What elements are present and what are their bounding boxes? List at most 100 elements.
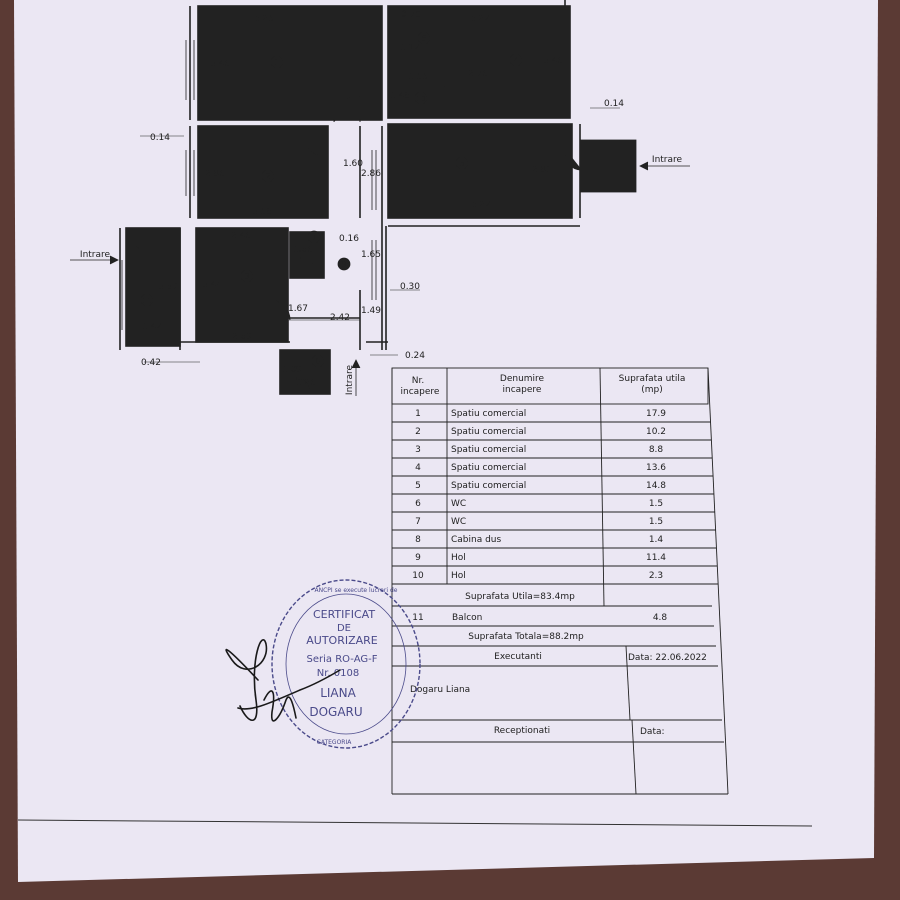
dim-label: 3.37 [158,282,178,292]
dim-label: 3.44 [202,280,222,290]
dim-label: 5.22 [470,14,490,24]
table-cell-area: 2.3 [649,571,663,581]
dim-label: 2.76 [468,69,488,79]
room-number: 5 [459,159,464,168]
table-cell-area: 11.4 [646,553,666,563]
table-cell-nr: 3 [415,445,421,455]
dim-label: 2.86 [205,169,225,179]
room-number: 2 [265,172,270,181]
dim-label: 5.22 [471,200,491,210]
table-cell-area: 10.2 [646,427,666,437]
table-cell-nr: 2 [415,427,421,437]
executant-date: Data: 22.06.2022 [628,653,707,663]
room-number: 4 [513,56,518,65]
room-number: 10 [417,95,426,103]
room-number: 7 [311,233,316,242]
stamp-line: DOGARU [309,705,362,719]
dim-label: 1.66 [293,245,313,255]
header-area: Suprafata utila [619,374,686,384]
plan-labels: 5.25 0.70 5.22 3.46 1.12 2.76 3.46 1.55 … [80,10,683,395]
header-name: Denumire [500,374,545,384]
dim-label: 1.12 [400,43,420,53]
table-cell-nr: 10 [412,571,424,581]
room-number: 9 [341,260,346,269]
table-cell-name: Cabina dus [451,535,502,545]
dim-label: 1.09 [282,365,302,375]
dim-label: 2.86 [361,169,381,179]
entrance-label-left: Intrare [80,250,111,260]
table-cell-name: Spatiu comercial [451,427,526,437]
stamp-line: DE [337,623,351,634]
table-cell-name: Spatiu comercial [451,445,526,455]
dim-label: 0.14 [150,133,170,143]
balcony-name: Balcon [452,613,482,623]
table-cell-name: Hol [451,553,466,563]
stamp-line: Seria RO-AG-F [307,654,378,665]
header-nr-2: incapere [401,387,440,397]
table-cell-nr: 4 [415,463,421,473]
stamp-line: LIANA [320,686,356,700]
dim-label: 3.58 [252,207,272,217]
dim-label: 0.42 [141,358,161,368]
dim-label: 3.46 [210,59,230,69]
dim-label: 1.60 [343,159,363,169]
dim-label: 1.55 [408,72,428,82]
dim-label: 2.81 [532,165,552,175]
entrance-label-bottom: Intrare [345,364,355,395]
table-cell-name: Hol [451,571,466,581]
useful-total: Suprafata Utila=83.4mp [465,592,575,602]
table-cell-area: 1.5 [649,499,663,509]
dim-label: 1.48 [390,91,410,101]
dim-label: 0.16 [339,234,359,244]
table-cell-name: Spatiu comercial [451,409,526,419]
area-table-text: Nr. incapere Denumire incapere Suprafata… [401,374,707,737]
table-cell-nr: 1 [415,409,421,419]
room-number: 1 [274,58,279,67]
dim-label: 0.70 [401,10,421,20]
stamp-line: Nr. 0108 [317,668,359,679]
authorization-stamp [271,579,421,749]
total-area: Suprafata Totala=88.2mp [468,632,584,642]
table-cell-name: WC [451,499,466,509]
table-cell-area: 1.5 [649,517,663,527]
stamp-ring-bottom: CATEGORIA [317,739,353,746]
dim-label: 3.46 [543,56,563,66]
table-cell-area: 13.6 [646,463,666,473]
dim-label: 1.26 [296,378,316,388]
table-cell-area: 1.4 [649,535,664,545]
dim-label: 0.14 [604,99,624,109]
executant-name: Dogaru Liana [410,685,470,695]
dim-label: 0.24 [405,351,425,361]
dim-label: 1.42 [142,322,162,332]
room-number: 6 [421,34,426,43]
table-cell-area: 14.8 [646,481,666,491]
balcony-area: 4.8 [653,613,668,623]
receptionat-label: Receptionati [494,726,550,736]
balcony-nr: 11 [412,613,423,623]
table-cell-name: Spatiu comercial [451,463,526,473]
header-area-2: (mp) [641,385,663,395]
dim-label: 2.42 [330,313,350,323]
stamp-line: CERTIFICAT [313,608,375,621]
stamp-line: AUTORIZARE [306,634,378,647]
table-cell-nr: 9 [415,553,421,563]
header-nr: Nr. [412,376,424,386]
room-number: 11 [143,297,152,305]
table-cell-nr: 6 [415,499,421,509]
dim-label: 1.67 [288,304,308,314]
table-cell-nr: 8 [415,535,421,545]
room-number: 8 [315,357,320,366]
table-cell-nr: 5 [415,481,421,491]
table-cell-area: 17.9 [646,409,666,419]
table-cell-nr: 7 [415,517,421,527]
table-cell-name: WC [451,517,466,527]
dim-label: 1.65 [361,250,381,260]
dim-label: 0.30 [400,282,420,292]
dim-label: 2.69 [232,332,252,342]
table-cell-area: 8.8 [649,445,664,455]
dim-label: 2.46 [231,231,251,241]
receptionat-date: Data: [640,727,665,737]
dim-label: 1.49 [361,306,381,316]
stamp-ring-top: ANCPI se execute lucrari de [315,587,398,594]
